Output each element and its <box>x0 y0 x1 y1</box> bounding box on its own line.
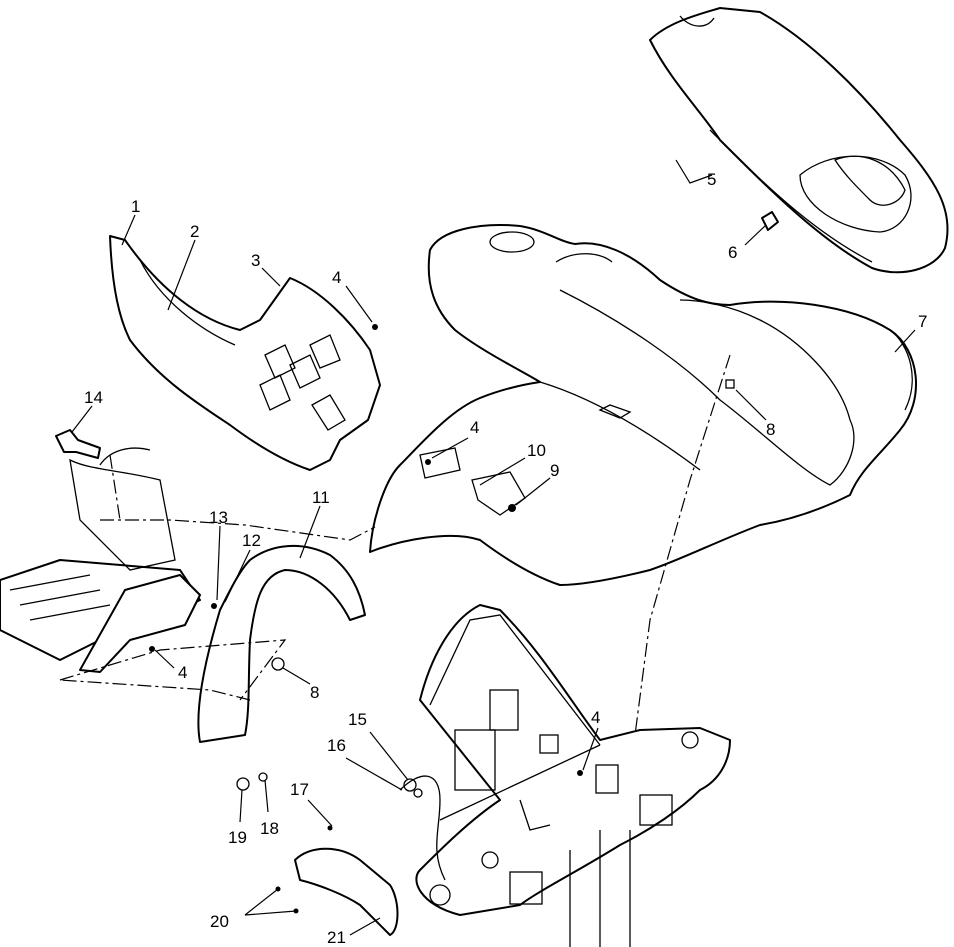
assembly-guide-lines <box>59 354 731 736</box>
callout-13: 13 <box>209 508 228 527</box>
part-mud-flap <box>79 574 201 673</box>
callout-4: 4 <box>470 418 479 437</box>
callout-3: 3 <box>251 251 260 270</box>
part-side-panel <box>109 235 381 471</box>
callout-5: 5 <box>707 170 716 189</box>
part-cable <box>399 775 446 881</box>
callout-11: 11 <box>312 488 330 507</box>
callout-16: 16 <box>327 736 346 755</box>
callout-15: 15 <box>348 710 367 729</box>
part-bolt <box>55 429 101 459</box>
callout-8: 8 <box>310 683 319 702</box>
callout-4: 4 <box>591 708 600 727</box>
callout-8: 8 <box>766 420 775 439</box>
part-front-fender <box>369 224 917 586</box>
callout-10: 10 <box>527 441 546 460</box>
callout-20: 20 <box>210 912 229 931</box>
callout-2: 2 <box>190 222 199 241</box>
callout-12: 12 <box>242 531 261 550</box>
callout-21: 21 <box>327 928 346 947</box>
part-skid-plate <box>294 847 399 936</box>
callout-14: 14 <box>84 388 103 407</box>
callout-7: 7 <box>918 312 927 331</box>
part-hardware <box>149 324 735 914</box>
callout-9: 9 <box>550 461 559 480</box>
callout-4: 4 <box>332 268 341 287</box>
callout-4: 4 <box>178 663 187 682</box>
part-fender-flare <box>197 544 366 743</box>
callout-18: 18 <box>260 819 279 838</box>
callout-labels: 1 2 3 4 5 6 7 8 4 10 9 14 13 12 11 4 8 1… <box>84 170 927 947</box>
callout-6: 6 <box>728 243 737 262</box>
part-frame <box>415 604 731 947</box>
callout-17: 17 <box>290 780 309 799</box>
part-seat <box>649 7 949 274</box>
callout-19: 19 <box>228 828 247 847</box>
callout-1: 1 <box>131 197 140 216</box>
leader-lines <box>71 159 916 936</box>
